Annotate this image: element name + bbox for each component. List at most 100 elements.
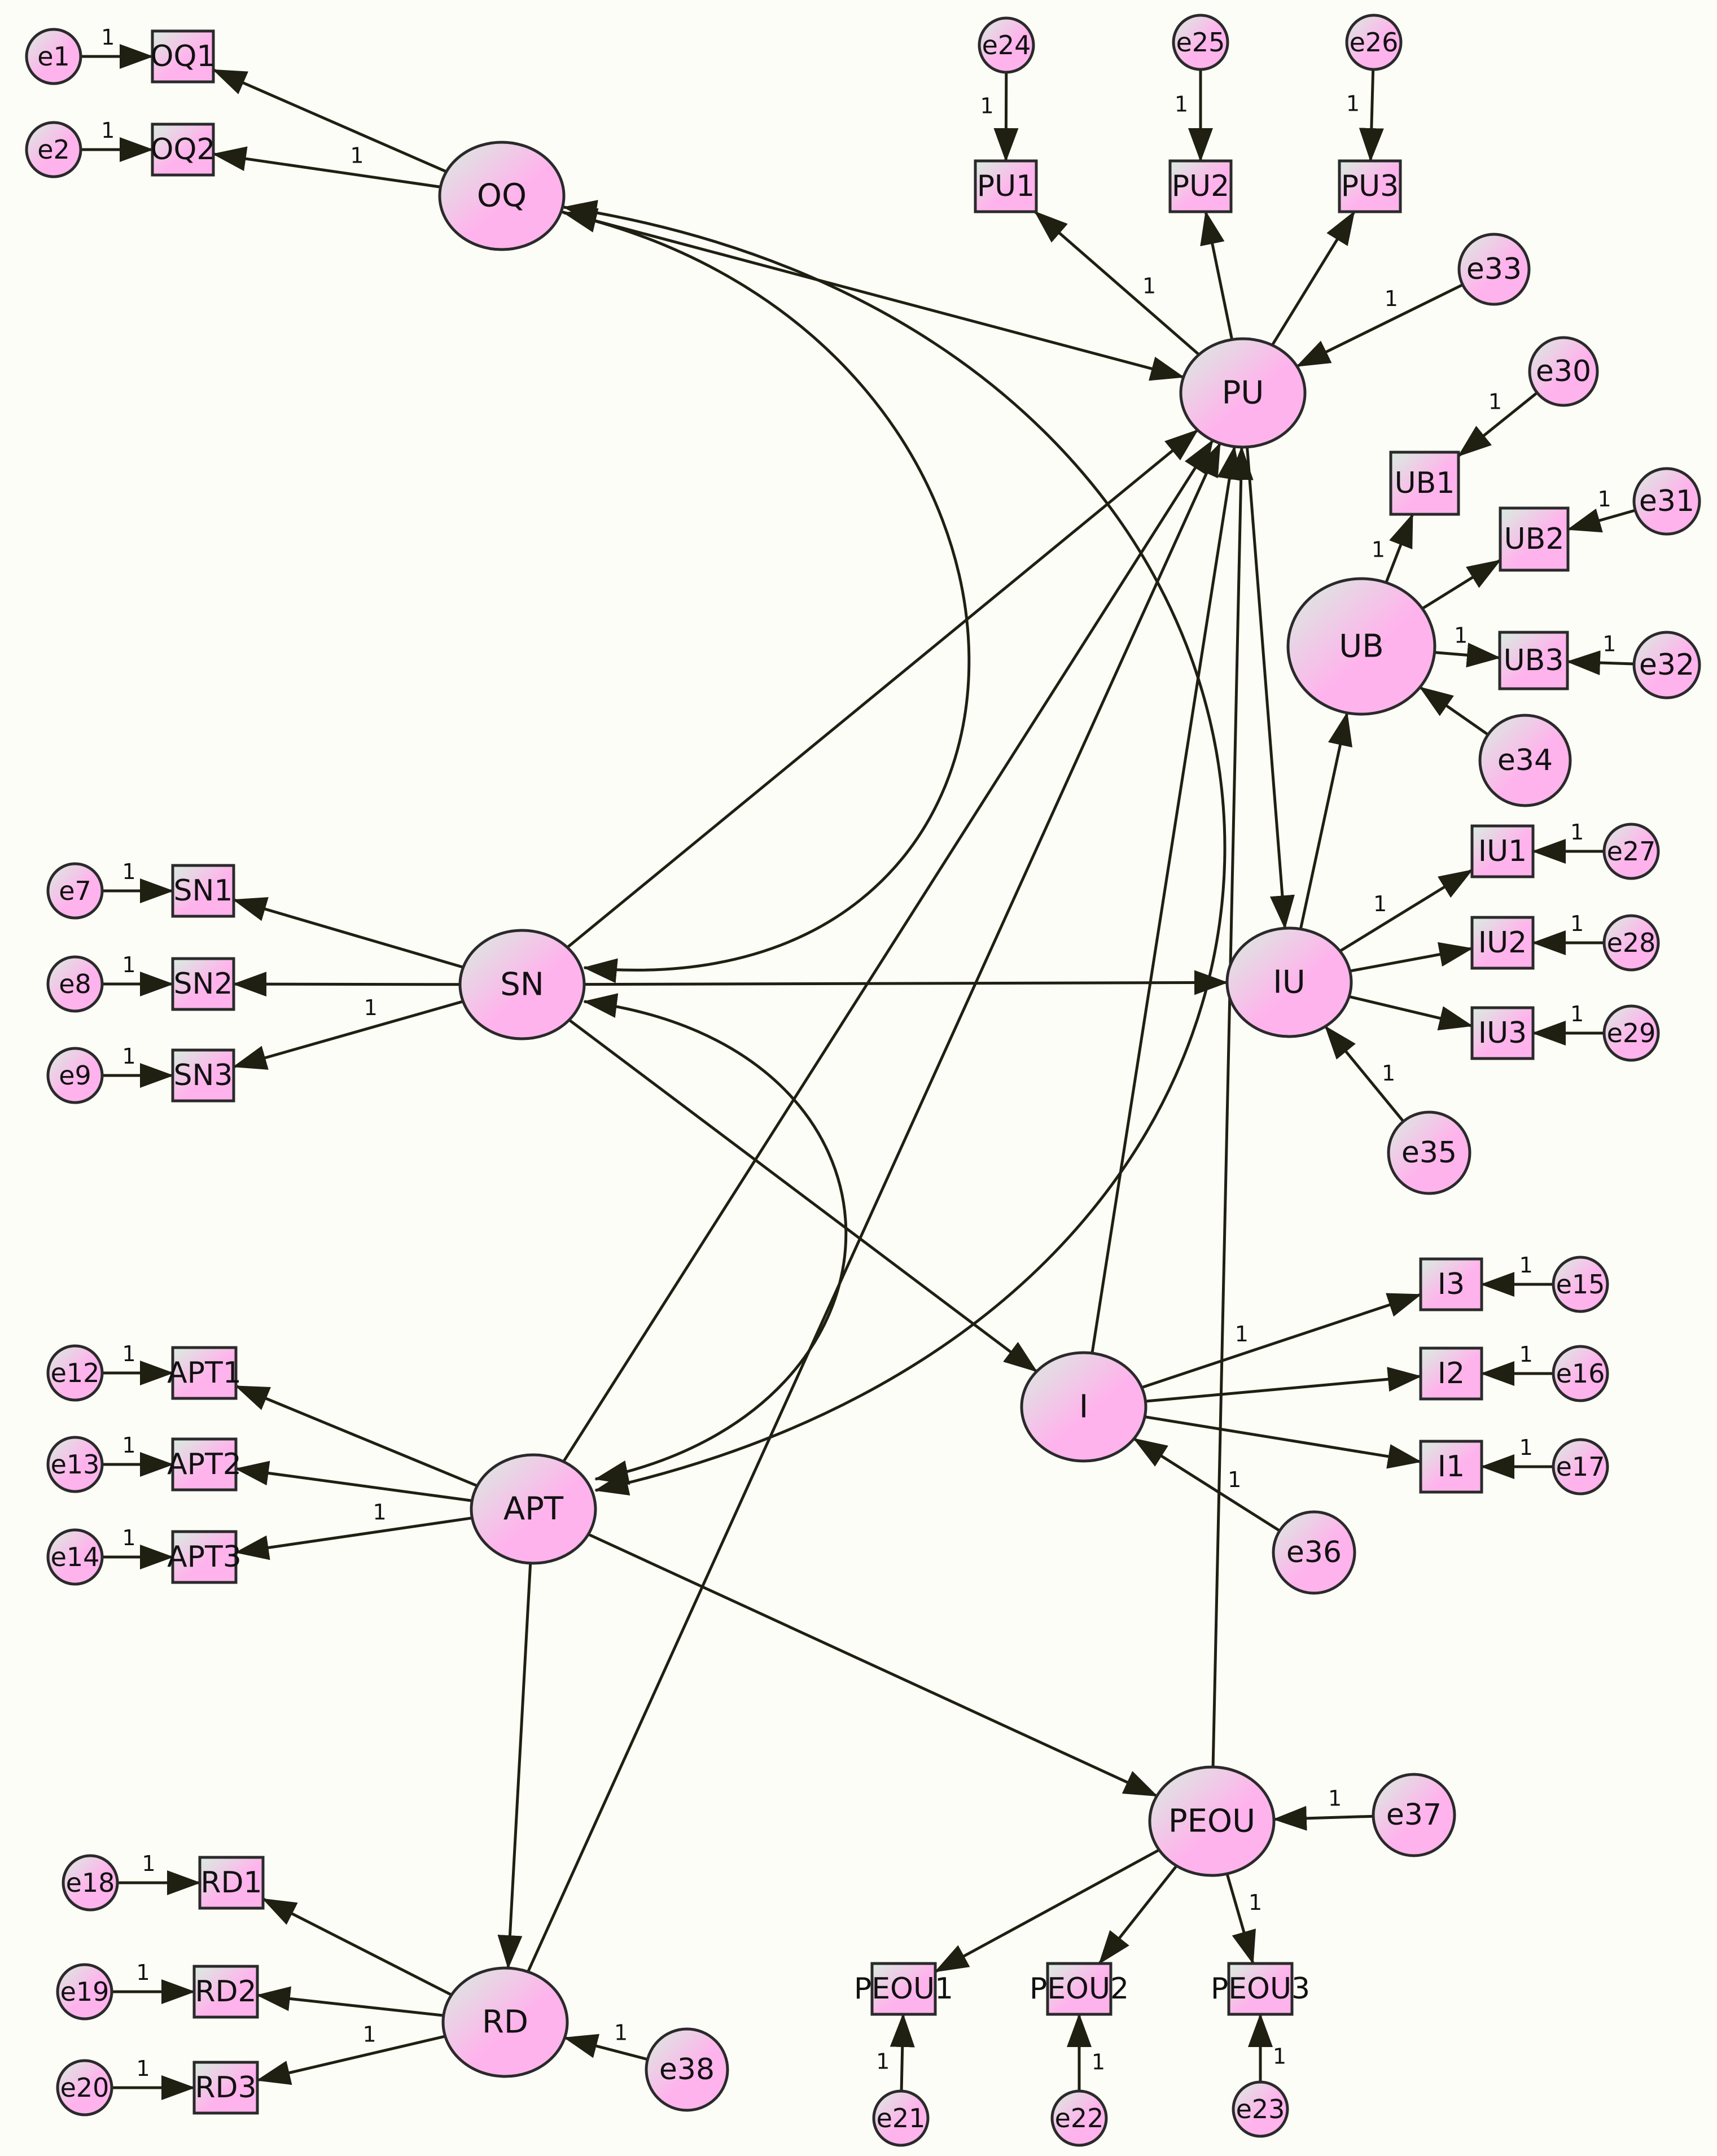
- error-term-e19: e19: [56, 1963, 113, 2021]
- error-term-label: e32: [1639, 648, 1694, 682]
- indicator-oq1: OQ1: [151, 29, 215, 84]
- error-term-label: e21: [877, 2103, 926, 2133]
- indicator-shape: [1470, 916, 1535, 970]
- error-term-e30: e30: [1528, 336, 1599, 407]
- latent-variable-label: APT: [503, 1491, 564, 1528]
- error-term-shape: [25, 28, 82, 85]
- path-arrow-e33-to-pu: [1296, 283, 1464, 368]
- path-arrow-e38-to-rd: [563, 2033, 648, 2061]
- path-weight-label: 1: [364, 995, 378, 1020]
- error-term-label: e36: [1286, 1536, 1342, 1569]
- error-term-label: e34: [1497, 744, 1553, 777]
- error-term-e1: e1: [25, 28, 82, 85]
- indicator-shape: [171, 957, 235, 1011]
- error-term-shape: [1552, 1256, 1609, 1313]
- error-term-label: e30: [1536, 355, 1591, 388]
- path-arrow-e37-to-peou: [1272, 1805, 1374, 1831]
- indicator-label: APT2: [167, 1447, 242, 1481]
- error-term-shape: [62, 1854, 119, 1912]
- error-term-e18: e18: [62, 1854, 119, 1912]
- error-term-e17: e17: [1552, 1438, 1609, 1495]
- indicator-sn2: SN2: [171, 957, 235, 1011]
- latent-variable-label: PEOU: [1168, 1803, 1255, 1840]
- error-term-label: e12: [51, 1358, 100, 1388]
- error-term-e16: e16: [1552, 1345, 1609, 1402]
- latent-variable-shape: [1225, 926, 1353, 1038]
- indicator-shape: [151, 123, 215, 177]
- indicator-shape: [192, 1965, 259, 2019]
- indicator-peou1: PEOU1: [854, 1962, 953, 2016]
- covariance-sn-apt: [583, 993, 848, 1485]
- error-term-label: e23: [1236, 2094, 1285, 2124]
- error-term-label: e35: [1401, 1136, 1457, 1170]
- path-weight-label: 1: [1373, 891, 1387, 916]
- indicator-shape: [1419, 1257, 1483, 1311]
- error-term-shape: [1372, 1773, 1456, 1857]
- indicator-sn1: SN1: [171, 864, 235, 918]
- error-term-label: e1: [37, 41, 70, 72]
- indicator-rd2: RD2: [192, 1965, 259, 2019]
- latent-variable-label: PU: [1222, 375, 1264, 412]
- error-term-e23: e23: [1232, 2080, 1289, 2138]
- latent-variable-pu: PU: [1179, 337, 1307, 449]
- path-arrow-pu-to-pu2: [1200, 211, 1234, 340]
- path-arrow-e31-to-ub2: [1567, 508, 1636, 533]
- latent-variable-label: SN: [500, 967, 544, 1003]
- error-term-shape: [1602, 914, 1660, 972]
- indicator-iu1: IU1: [1470, 824, 1535, 878]
- error-term-label: e26: [1350, 27, 1399, 58]
- indicator-label: SN1: [174, 874, 233, 908]
- indicator-shape: [870, 1962, 937, 2016]
- path-arrow-sn-to-iu: [584, 970, 1229, 995]
- latent-variable-shape: [458, 929, 586, 1040]
- error-term-label: e17: [1556, 1451, 1605, 1482]
- path-weight-label: 1: [1519, 1253, 1533, 1278]
- indicator-sn3: SN3: [171, 1048, 235, 1103]
- indicator-shape: [151, 29, 215, 84]
- path-weight-label: 1: [122, 859, 135, 884]
- path-arrow-i-to-i1: [1144, 1415, 1422, 1469]
- indicator-shape: [1499, 506, 1570, 572]
- indicator-label: IU2: [1478, 926, 1527, 960]
- indicator-label: RD3: [195, 2071, 256, 2105]
- error-term-label: e37: [1386, 1798, 1442, 1832]
- path-arrow-apt-to-apt1: [235, 1384, 478, 1488]
- path-weight-label: 1: [1346, 91, 1360, 116]
- indicator-label: PEOU2: [1030, 1972, 1129, 2006]
- indicator-label: IU3: [1478, 1016, 1527, 1050]
- path-arrow-i-to-i3: [1141, 1293, 1422, 1389]
- error-term-shape: [56, 1963, 113, 2021]
- error-term-shape: [1632, 467, 1701, 536]
- path-arrow-sn-to-sn1: [233, 897, 464, 969]
- error-term-label: e25: [1176, 27, 1225, 58]
- indicator-shape: [171, 1346, 238, 1400]
- path-weight-label: 1: [122, 1525, 135, 1550]
- error-term-shape: [1552, 1438, 1609, 1495]
- error-term-shape: [1602, 823, 1660, 880]
- indicator-label: PEOU3: [1211, 1972, 1310, 2006]
- latent-variable-oq: OQ: [438, 141, 566, 251]
- indicator-label: IU1: [1478, 834, 1527, 868]
- indicator-shape: [1419, 1346, 1483, 1401]
- latent-variable-shape: [1148, 1765, 1276, 1877]
- error-term-label: e22: [1055, 2103, 1104, 2133]
- error-term-e29: e29: [1602, 1004, 1660, 1062]
- path-arrow-rd-to-rd1: [262, 1897, 453, 1996]
- error-term-label: e14: [51, 1542, 100, 1572]
- error-term-label: e9: [59, 1060, 91, 1091]
- path-arrow-ub-to-ub2: [1421, 559, 1501, 610]
- path-arrow-ub-to-ub3: [1434, 642, 1501, 668]
- indicator-ub2: UB2: [1499, 506, 1570, 572]
- path-weight-label: 1: [136, 2056, 150, 2081]
- path-weight-label: 1: [101, 118, 115, 143]
- path-arrow-e35-to-iu: [1324, 1025, 1405, 1122]
- indicator-shape: [198, 1856, 265, 1910]
- path-arrow-i-to-pu: [1090, 445, 1242, 1354]
- indicator-rd3: RD3: [192, 2061, 259, 2115]
- path-arrow-apt-to-peou: [588, 1533, 1158, 1798]
- path-weight-label: 1: [122, 1433, 135, 1458]
- path-weight-label: 1: [136, 1960, 150, 1985]
- error-term-e38: e38: [645, 2027, 729, 2112]
